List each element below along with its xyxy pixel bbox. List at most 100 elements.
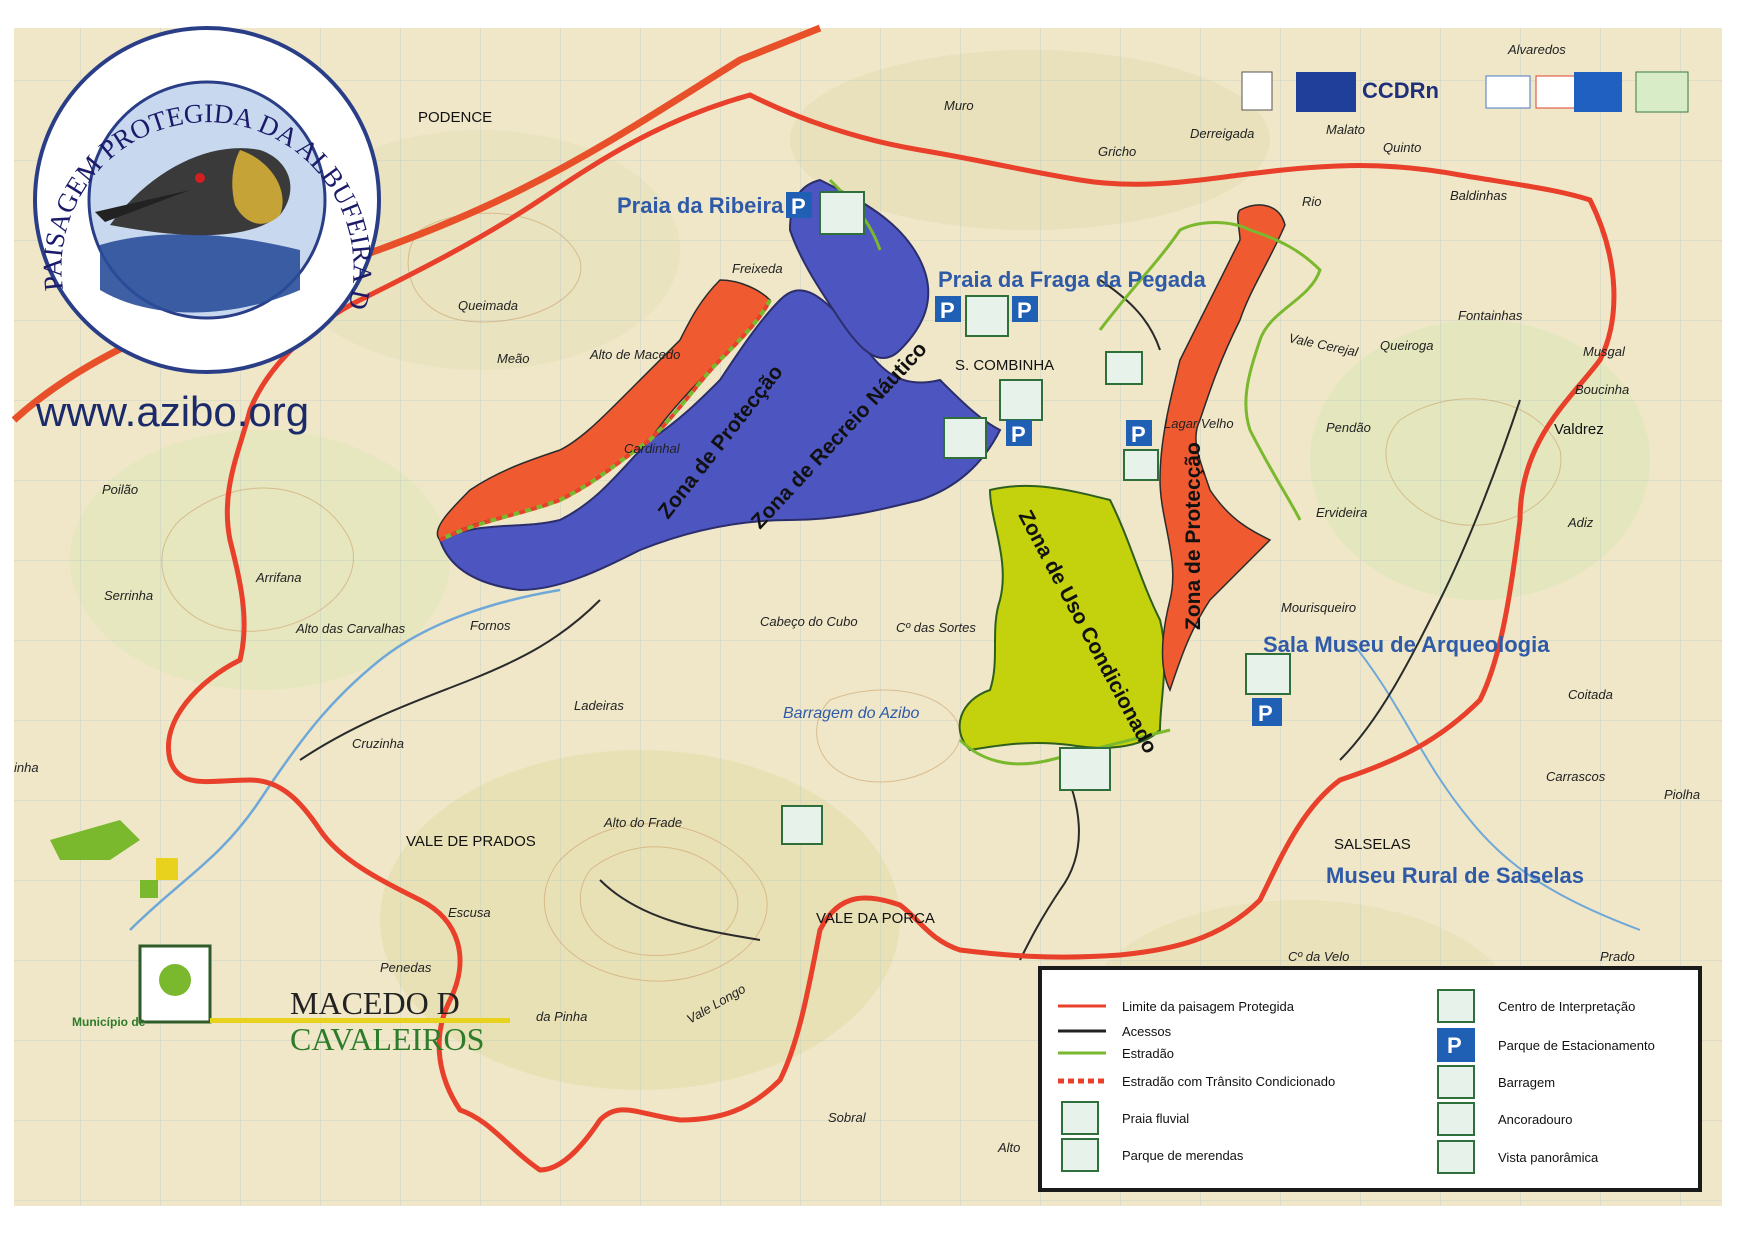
- pier-icon: [1437, 1102, 1475, 1136]
- binoculars-icon: [1437, 1140, 1475, 1174]
- on-logo-icon: [1535, 75, 1581, 109]
- place-alto-frade: Alto do Frade: [603, 815, 682, 830]
- map-icons: P P P P P P: [781, 191, 1291, 845]
- restricted-track: [439, 299, 772, 542]
- access-roads: [299, 279, 1521, 961]
- parking-icon: [1437, 1028, 1475, 1062]
- municipality-logo: Município de MACEDO D CAVALEIROS: [50, 820, 510, 1057]
- place-fontainhas: Fontainhas: [1458, 308, 1523, 323]
- place-adiz: Adiz: [1567, 515, 1594, 530]
- place-sobral: Sobral: [828, 1110, 867, 1125]
- svg-text:P: P: [1258, 701, 1273, 726]
- beach-icon[interactable]: [965, 295, 1009, 337]
- place-vale-prados: VALE DE PRADOS: [406, 833, 536, 850]
- natura-logo-icon: [1635, 71, 1689, 113]
- legend-item: Centro de Interpretação: [1437, 989, 1635, 1023]
- legend-label: Barragem: [1498, 1075, 1555, 1090]
- municipality-name-line2: CAVALEIROS: [290, 1021, 484, 1057]
- legend-label: Ancoradouro: [1498, 1112, 1572, 1127]
- place-serrinha: Serrinha: [104, 588, 153, 603]
- legend-item: Barragem: [1437, 1065, 1555, 1099]
- picnic-tree-icon: [1061, 1138, 1099, 1172]
- place-boucinha: Boucinha: [1575, 382, 1629, 397]
- legend-item: Estradão: [1058, 1046, 1174, 1061]
- zone-protection-east: [1159, 204, 1286, 692]
- place-gricho: Gricho: [1098, 144, 1136, 159]
- place-mourisqueiro: Mourisqueiro: [1281, 600, 1356, 615]
- place-malato: Malato: [1326, 122, 1365, 137]
- place-alto-macedo: Alto de Macedo: [589, 347, 680, 362]
- coat-of-arms-icon: [1241, 71, 1273, 111]
- place-freixeda: Freixeda: [732, 261, 783, 276]
- points-of-interest: Praia da Ribeira Praia da Fraga da Pegad…: [617, 193, 1584, 888]
- svg-text:P: P: [1131, 422, 1146, 447]
- municipality-prefix: Município de: [72, 1015, 146, 1029]
- poi-museu-arqueologia[interactable]: Sala Museu de Arqueologia: [1263, 632, 1550, 657]
- legend-label: Centro de Interpretação: [1498, 999, 1635, 1014]
- map-legend: Limite da paisagem ProtegidaAcessosEstra…: [1038, 966, 1702, 1192]
- legend-label: Estradão: [1122, 1046, 1174, 1061]
- poi-praia-fraga[interactable]: Praia da Fraga da Pegada: [938, 267, 1207, 292]
- place-vale-porca: VALE DA PORCA: [816, 910, 935, 927]
- place-podence: PODENCE: [418, 109, 492, 126]
- beach-icon[interactable]: [819, 191, 865, 235]
- parking-icon[interactable]: P: [1006, 420, 1032, 447]
- place-meao: Meão: [497, 351, 530, 366]
- legend-item: Praia fluvial: [1061, 1101, 1189, 1135]
- ccdrn-logo: CCDRn: [1362, 78, 1439, 103]
- poi-museu-rural[interactable]: Museu Rural de Salselas: [1326, 863, 1584, 888]
- legend-item: Estradão com Trânsito Condicionado: [1058, 1074, 1335, 1089]
- blue-flag-icon: [1574, 72, 1622, 112]
- legend-item: Vista panorâmica: [1437, 1140, 1599, 1174]
- place-queiroga: Queiroga: [1380, 338, 1433, 353]
- legend-item: Ancoradouro: [1437, 1102, 1572, 1136]
- website-url[interactable]: www.azibo.org: [35, 388, 309, 435]
- eu-flag-icon: [1296, 72, 1356, 112]
- place-pendao: Pendão: [1326, 420, 1371, 435]
- svg-text:P: P: [1017, 298, 1032, 323]
- parking-icon[interactable]: P: [786, 192, 812, 219]
- place-lagar-velho: Lagar Velho: [1164, 416, 1234, 431]
- place-derreigada: Derreigada: [1190, 126, 1254, 141]
- interpretation-center-icon: [1437, 989, 1475, 1023]
- binoculars-icon[interactable]: [781, 805, 823, 845]
- parking-icon[interactable]: P: [935, 296, 961, 323]
- place-musgal: Musgal: [1583, 344, 1626, 359]
- zone-conditioned-use: [958, 484, 1166, 752]
- place-escusa: Escusa: [448, 905, 491, 920]
- pier-icon[interactable]: [943, 417, 987, 459]
- picnic-tree-icon[interactable]: [999, 379, 1043, 421]
- legend-label: Acessos: [1122, 1024, 1172, 1039]
- legend-label: Estradão com Trânsito Condicionado: [1122, 1074, 1335, 1089]
- place-labels: PODENCE Muro Gricho Derreigada Malato Qu…: [14, 42, 1700, 1155]
- legend-label: Parque de merendas: [1122, 1148, 1244, 1163]
- dam-icon[interactable]: [1059, 747, 1111, 791]
- place-salselas: SALSELAS: [1334, 836, 1411, 853]
- place-combinha: S. COMBINHA: [955, 357, 1054, 374]
- legend-item: Parque de merendas: [1061, 1138, 1244, 1172]
- partner-logos: CCDRn: [1241, 71, 1689, 113]
- parking-icon[interactable]: P: [1012, 296, 1038, 323]
- dam-icon: [1437, 1065, 1475, 1099]
- legend-item: Acessos: [1058, 1024, 1172, 1039]
- binoculars-icon[interactable]: [1105, 351, 1143, 385]
- place-valdrez: Valdrez: [1554, 421, 1604, 438]
- interpretation-center-icon[interactable]: [1245, 653, 1291, 695]
- parking-icon[interactable]: P: [1252, 698, 1282, 726]
- beach-icon: [1061, 1101, 1099, 1135]
- place-penedas: Penedas: [380, 960, 432, 975]
- svg-text:P: P: [1011, 422, 1026, 447]
- municipality-name-line1: MACEDO D: [290, 985, 460, 1021]
- place-alto: Alto: [997, 1140, 1020, 1155]
- binoculars-icon[interactable]: [1123, 449, 1159, 481]
- legend-item: Limite da paisagem Protegida: [1058, 999, 1295, 1014]
- legend-label: Parque de Estacionamento: [1498, 1038, 1655, 1053]
- parking-icon[interactable]: P: [1126, 420, 1152, 447]
- poi-praia-ribeira[interactable]: Praia da Ribeira: [617, 193, 784, 218]
- svg-text:P: P: [791, 194, 806, 219]
- place-velo: Cº da Velo: [1288, 949, 1349, 964]
- place-piolha: Piolha: [1664, 787, 1700, 802]
- protected-landscape-boundary: [166, 92, 1617, 1173]
- place-sortes: Cº das Sortes: [896, 620, 976, 635]
